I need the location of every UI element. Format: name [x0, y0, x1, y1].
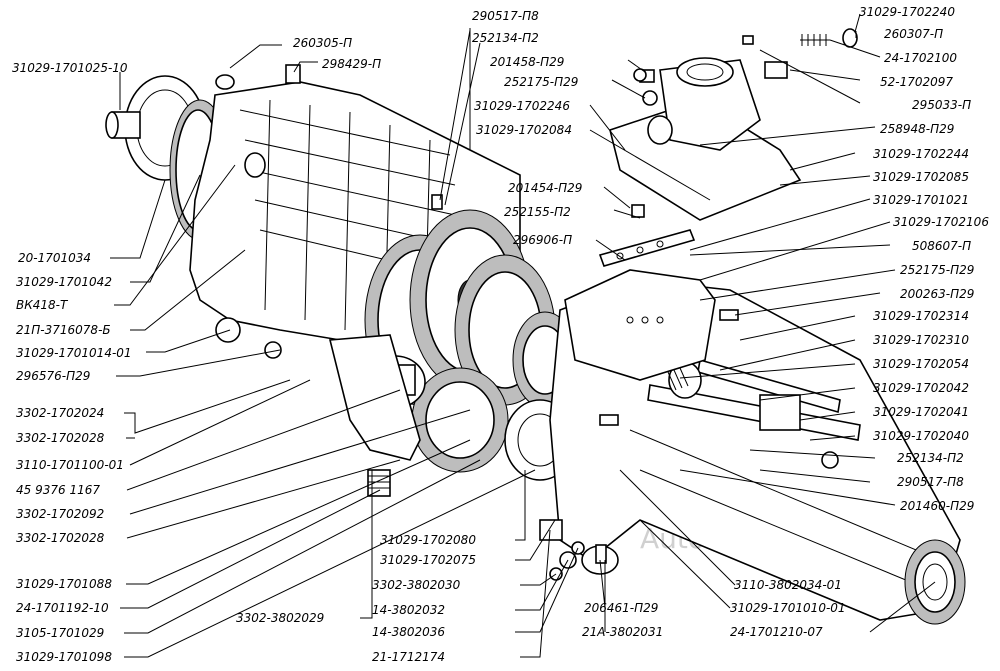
label-21a-3802031: 21А-3802031 — [582, 625, 663, 639]
label-52-1702097: 52-1702097 — [880, 75, 953, 89]
label-31029-1702106: 31029-1702106 — [893, 215, 989, 229]
label-3302-1702028-b: 3302-1702028 — [16, 531, 105, 545]
label-31029-1702084: 31029-1702084 — [476, 123, 572, 137]
label-31029-1702246: 31029-1702246 — [474, 99, 570, 113]
label-31029-1702041: 31029-1702041 — [873, 405, 969, 419]
label-31029-1701014-01: 31029-1701014-01 — [16, 346, 132, 360]
label-31029-1701025-10: 31029-1701025-10 — [12, 61, 128, 75]
label-260305-p: 260305-П — [293, 36, 352, 50]
label-24-1702100: 24-1702100 — [884, 51, 957, 65]
label-200263-p29: 200263-П29 — [900, 287, 974, 301]
intermediate-plate — [328, 334, 421, 497]
label-201460-p29: 201460-П29 — [900, 499, 974, 513]
label-31029-1702054: 31029-1702054 — [873, 357, 969, 371]
label-290517-p8-right: 290517-П8 — [897, 475, 964, 489]
label-24-1701210-07: 24-1701210-07 — [730, 625, 823, 639]
drawing — [105, 28, 966, 625]
label-206461-p29: 206461-П29 — [584, 601, 658, 615]
label-252155-p2: 252155-П2 — [504, 205, 571, 219]
shift-rods — [647, 358, 861, 469]
label-31029-1701010-01: 31029-1701010-01 — [730, 601, 846, 615]
leader-lines — [110, 13, 936, 658]
label-296576-p29: 296576-П29 — [16, 369, 90, 383]
label-31029-1702310: 31029-1702310 — [873, 333, 969, 347]
label-252134-p2-right: 252134-П2 — [897, 451, 964, 465]
label-252134-p2-top: 252134-П2 — [472, 31, 539, 45]
label-508607-p: 508607-П — [912, 239, 971, 253]
label-14-3802032: 14-3802032 — [372, 603, 445, 617]
label-31029-1701088: 31029-1701088 — [16, 577, 112, 591]
label-31029-1701042: 31029-1701042 — [16, 275, 112, 289]
label-vk418-t: ВК418-Т — [16, 298, 69, 312]
label-298429-p: 298429-П — [322, 57, 381, 71]
label-201458-p29: 201458-П29 — [490, 55, 564, 69]
label-31029-1702244: 31029-1702244 — [873, 147, 969, 161]
label-20-1701034: 20-1701034 — [18, 251, 91, 265]
label-31029-1702240: 31029-1702240 — [859, 5, 955, 19]
label-31029-1702080: 31029-1702080 — [380, 533, 476, 547]
label-45-9376-1167: 45 9376 1167 — [16, 483, 100, 497]
label-3302-1702028-a: 3302-1702028 — [16, 431, 105, 445]
label-260307-p: 260307-П — [884, 27, 943, 41]
part-labels: 290517-П8 252134-П2 260305-П 298429-П 31… — [12, 5, 989, 664]
label-31029-1701098: 31029-1701098 — [16, 650, 112, 664]
label-3302-3802029: 3302-3802029 — [236, 611, 324, 625]
top-cover-plate — [564, 269, 716, 381]
label-3110-1701100-01: 3110-1701100-01 — [16, 458, 124, 472]
label-31029-1702075: 31029-1702075 — [380, 553, 476, 567]
label-3110-3802034-01: 3110-3802034-01 — [734, 578, 842, 592]
label-295033-p: 295033-П — [912, 98, 971, 112]
label-258948-p29: 258948-П29 — [880, 122, 954, 136]
label-31029-1702085: 31029-1702085 — [873, 170, 969, 184]
label-3302-1702024: 3302-1702024 — [16, 406, 104, 420]
small-parts — [431, 28, 858, 581]
label-252175-p29-right: 252175-П29 — [900, 263, 974, 277]
label-3302-1702092: 3302-1702092 — [16, 507, 104, 521]
shift-cover — [609, 57, 802, 221]
label-3302-3802030: 3302-3802030 — [372, 578, 461, 592]
label-14-3802036: 14-3802036 — [372, 625, 445, 639]
label-201454-p29: 201454-П29 — [508, 181, 582, 195]
label-21p-3716078-b: 21П-3716078-Б — [16, 323, 111, 337]
label-3105-1701029: 3105-1701029 — [16, 626, 104, 640]
label-31029-1702314: 31029-1702314 — [873, 309, 969, 323]
lock-plate — [598, 229, 696, 267]
label-31029-1702040: 31029-1702040 — [873, 429, 969, 443]
label-24-1701192-10: 24-1701192-10 — [16, 601, 109, 615]
label-31029-1701021: 31029-1701021 — [873, 193, 969, 207]
label-252175-p29-top: 252175-П29 — [504, 75, 578, 89]
label-296906-p: 296906-П — [513, 233, 572, 247]
label-21-1712174: 21-1712174 — [372, 650, 445, 664]
label-31029-1702042: 31029-1702042 — [873, 381, 969, 395]
label-290517-p8-top: 290517-П8 — [472, 9, 539, 23]
